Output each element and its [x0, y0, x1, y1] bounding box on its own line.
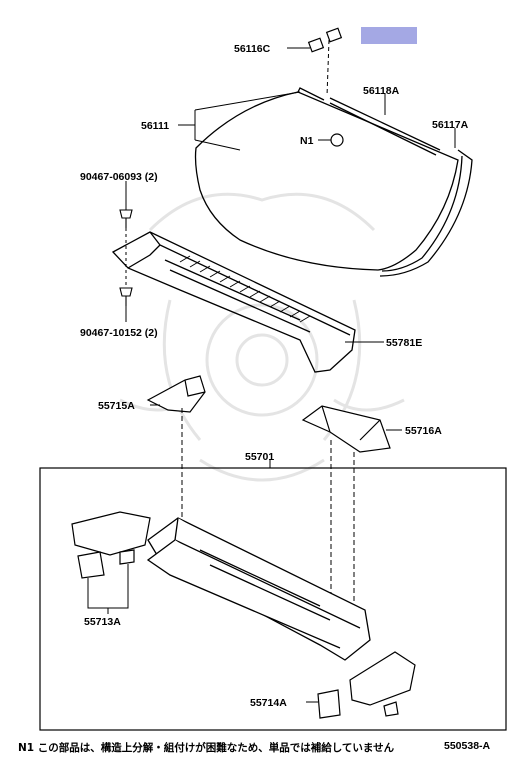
label-55716a: 55716A	[405, 425, 442, 437]
watermark-emblem	[119, 192, 405, 482]
leader-lines	[125, 47, 456, 431]
cowl-panel	[146, 517, 371, 661]
label-56118a: 56118A	[363, 85, 400, 97]
label-n1: N1	[300, 135, 314, 147]
figure-number: 550538-A	[444, 740, 491, 752]
label-55714a: 55714A	[250, 697, 287, 709]
highlight-box[interactable]	[361, 27, 417, 44]
sensor-n1	[330, 133, 344, 147]
label-55781e: 55781E	[386, 337, 422, 349]
guide-lines	[181, 408, 355, 610]
label-55701: 55701	[245, 451, 274, 463]
upper-molding	[329, 97, 441, 156]
label-90467-06093: 90467-06093 (2)	[80, 171, 158, 183]
windshield-glass	[194, 87, 459, 271]
clip-90467-06093	[119, 209, 133, 228]
label-56111: 56111	[141, 120, 169, 132]
label-56116c: 56116C	[234, 43, 271, 55]
assembly-frame	[39, 467, 507, 731]
cowl-louver	[111, 231, 356, 373]
side-molding	[379, 149, 473, 277]
bracket-55716a	[301, 405, 391, 453]
label-56117a: 56117A	[432, 119, 469, 131]
label-55715a: 55715A	[98, 400, 135, 412]
label-90467-10152: 90467-10152 (2)	[80, 327, 158, 339]
louver-slots	[179, 255, 311, 323]
label-55713a: 55713A	[84, 616, 121, 628]
bracket-55713a	[71, 511, 151, 579]
clip-56116c	[307, 27, 343, 53]
clip-90467-10152	[119, 287, 133, 306]
bracket-55715a	[146, 375, 206, 413]
bracket-55714a	[317, 651, 416, 719]
footnote: N1 この部品は、構造上分解・組付けが困難なため、単品では補給していません	[18, 742, 395, 754]
